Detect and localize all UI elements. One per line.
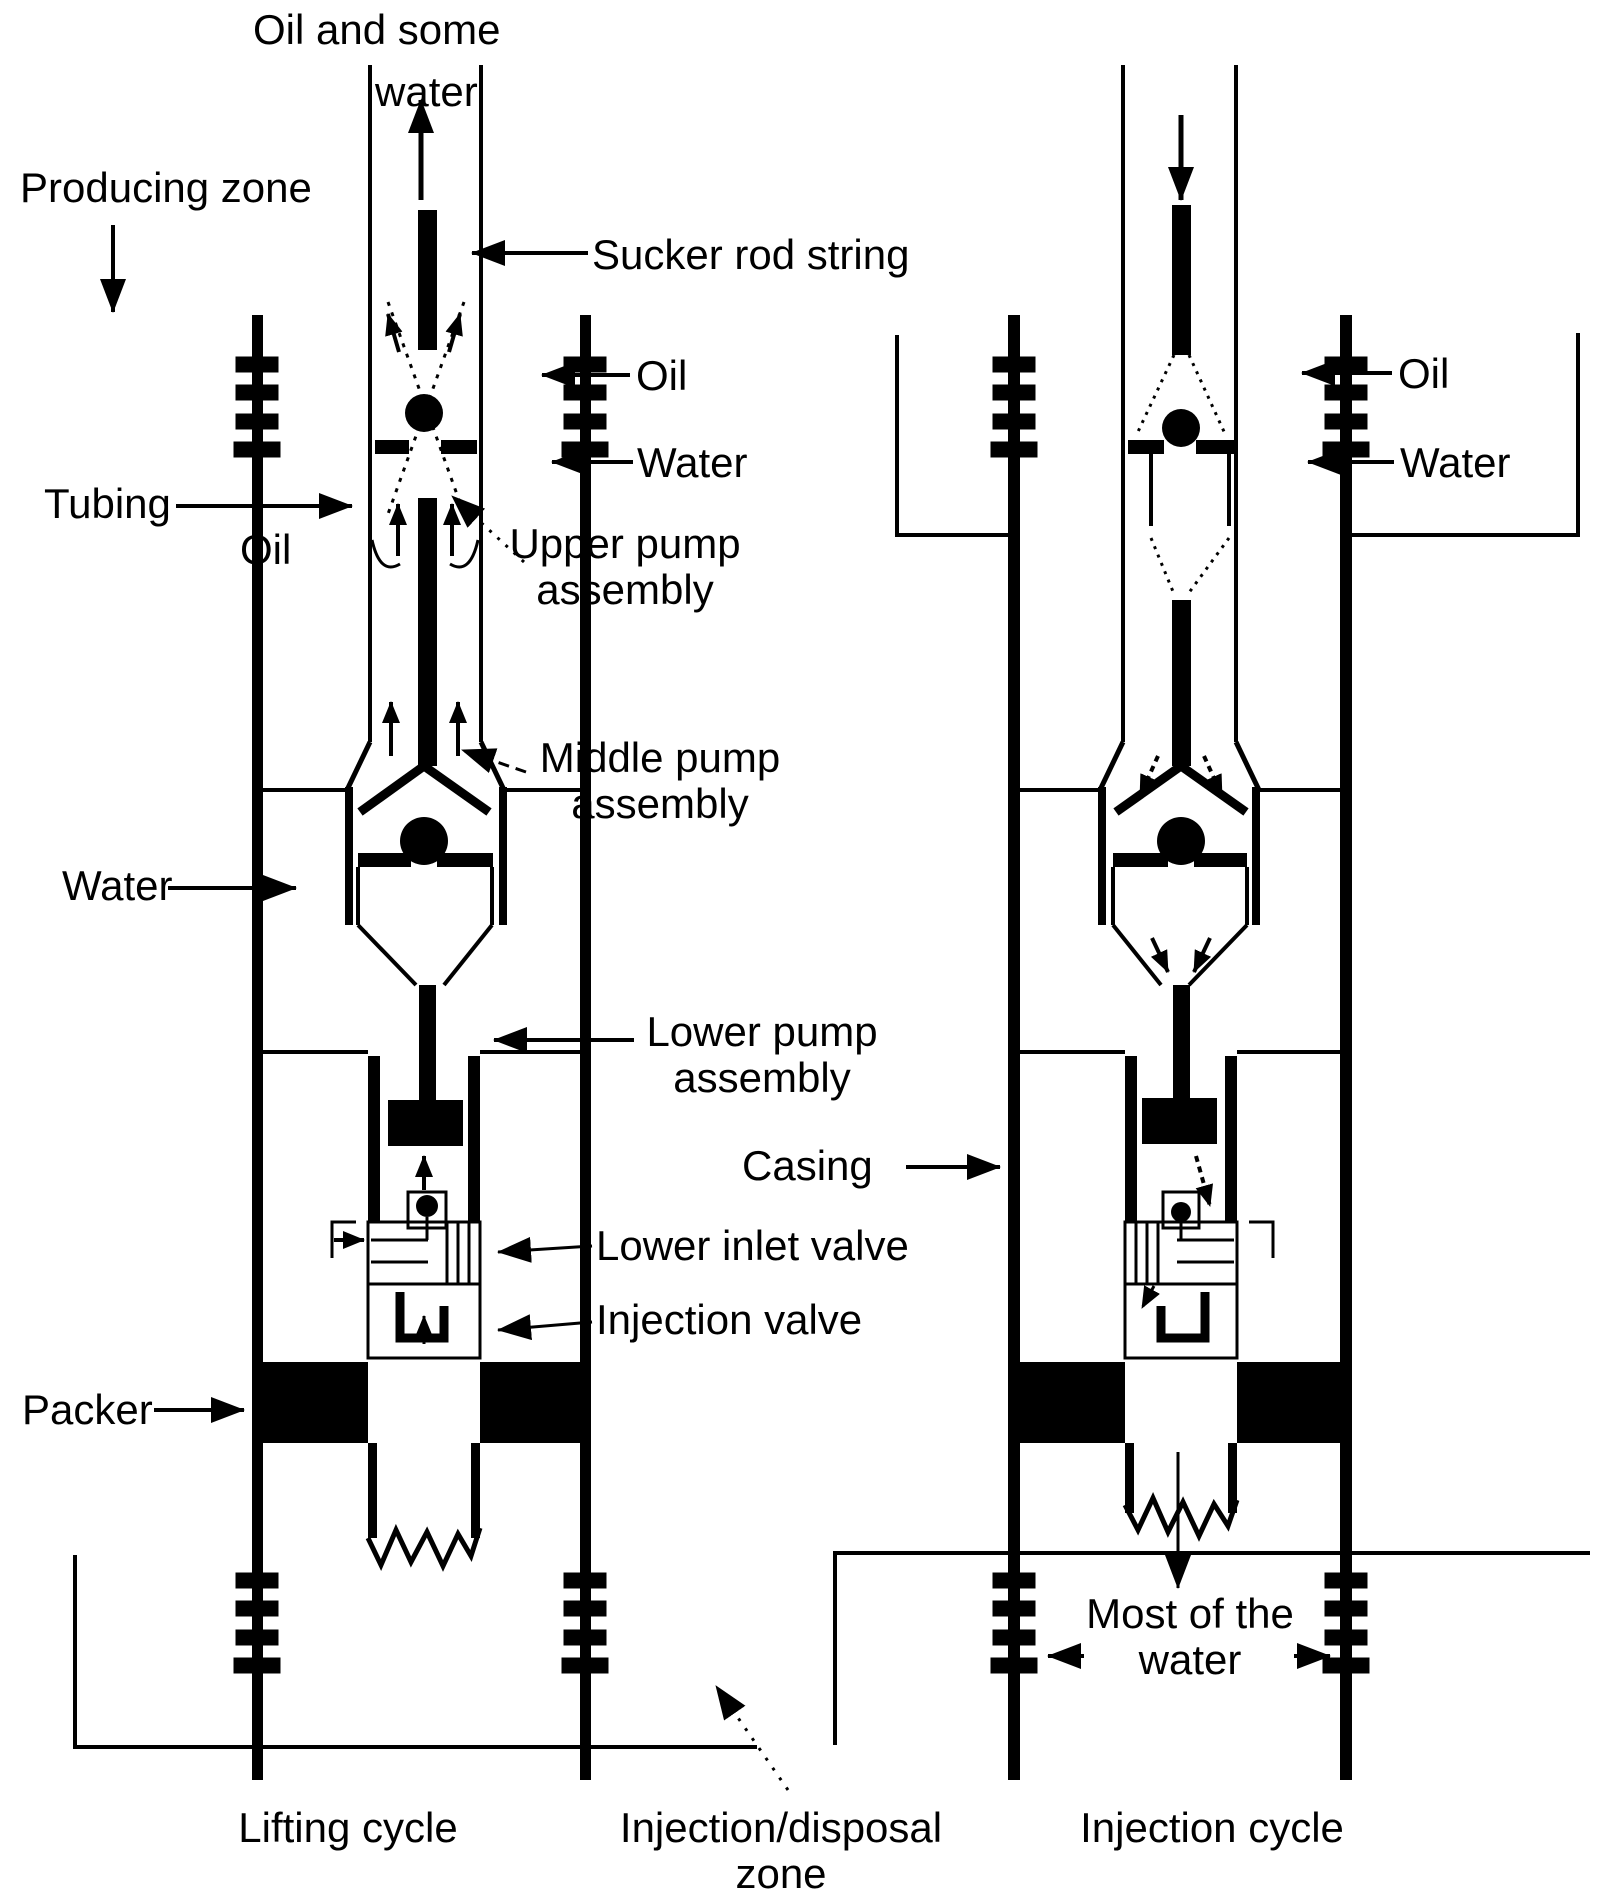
plunger-right: [1142, 1098, 1217, 1144]
label-upper-pump-1: Upper pump: [509, 520, 741, 567]
label-water-right: Water: [1400, 439, 1511, 486]
right-well-tubing: [1121, 65, 1238, 742]
label-injection-valve: Injection valve: [596, 1296, 863, 1343]
label-water-annulus: Water: [62, 862, 173, 909]
lower-inlet-valve-right: [1123, 1220, 1275, 1286]
label-sucker-rod-string: Sucker rod string: [592, 231, 910, 278]
label-most-water-2: water: [1138, 1636, 1242, 1683]
label-packer: Packer: [22, 1386, 153, 1433]
lower-pump-assembly-right: [1125, 985, 1237, 1240]
producing-zone-brackets-right: [895, 333, 1580, 537]
middle-pump-assembly-right: [1097, 600, 1262, 987]
label-oil-and-some-water-2: water: [375, 68, 478, 115]
right-well-injection-cycle: [833, 65, 1590, 1780]
injection-valve-right: [1123, 1282, 1239, 1360]
label-oil-right: Oil: [1398, 350, 1450, 397]
middle-pump-leader: [461, 748, 527, 774]
label-casing: Casing: [742, 1142, 873, 1189]
left-well-lifting-cycle: [73, 65, 757, 1780]
lower-inlet-valve-leader: [497, 1236, 593, 1263]
left-well-casing: [233, 315, 609, 1780]
lower-inlet-valve-left: [330, 1220, 482, 1286]
label-lifting-cycle: Lifting cycle: [238, 1804, 458, 1851]
label-lower-pump-2: assembly: [673, 1054, 851, 1101]
label-water-left: Water: [637, 439, 748, 486]
label-injection-disposal-1: Injection/disposal: [619, 1804, 943, 1851]
label-oil-annulus: Oil: [240, 526, 292, 573]
annulus-interface-lines-right: [1020, 788, 1340, 1054]
label-tubing: Tubing: [44, 480, 171, 527]
sucker-rod-right: [1172, 205, 1191, 355]
label-lower-inlet-valve: Lower inlet valve: [596, 1222, 909, 1269]
sucker-rod: [418, 210, 437, 350]
label-lower-pump-1: Lower pump: [646, 1008, 878, 1055]
label-middle-pump-1: Middle pump: [539, 734, 781, 781]
injection-valve-leader: [497, 1314, 593, 1341]
lower-pump-assembly-left: [368, 985, 480, 1240]
label-leaders: [100, 99, 1394, 1791]
right-well-casing: [990, 315, 1370, 1780]
label-upper-pump-2: assembly: [536, 566, 714, 613]
label-oil-and-some-water-1: Oil and some: [253, 6, 501, 53]
label-producing-zone: Producing zone: [20, 164, 312, 211]
middle-pump-assembly-left: [344, 498, 507, 987]
upper-pump-assembly-left: [370, 210, 480, 569]
disposal-zone-boundary-left: [73, 1555, 757, 1749]
tail-pipe-right: [1122, 1443, 1240, 1589]
label-oil-left: Oil: [636, 352, 688, 399]
packer-left: [263, 1362, 580, 1443]
label-injection-disposal-2: zone: [735, 1850, 827, 1896]
disposal-zone-leader: [714, 1685, 790, 1791]
label-middle-pump-2: assembly: [571, 780, 749, 827]
plunger: [388, 1100, 463, 1146]
upper-pump-assembly-right: [1128, 205, 1234, 595]
left-well-tubing: [368, 65, 483, 742]
injection-valve-left: [366, 1282, 482, 1360]
tail-pipe-left: [365, 1443, 483, 1572]
label-injection-cycle: Injection cycle: [1080, 1804, 1344, 1851]
packer-right: [1020, 1362, 1340, 1443]
disposal-zone-boundary-right: [833, 1551, 1590, 1745]
label-most-water-1: Most of the: [1086, 1590, 1294, 1637]
